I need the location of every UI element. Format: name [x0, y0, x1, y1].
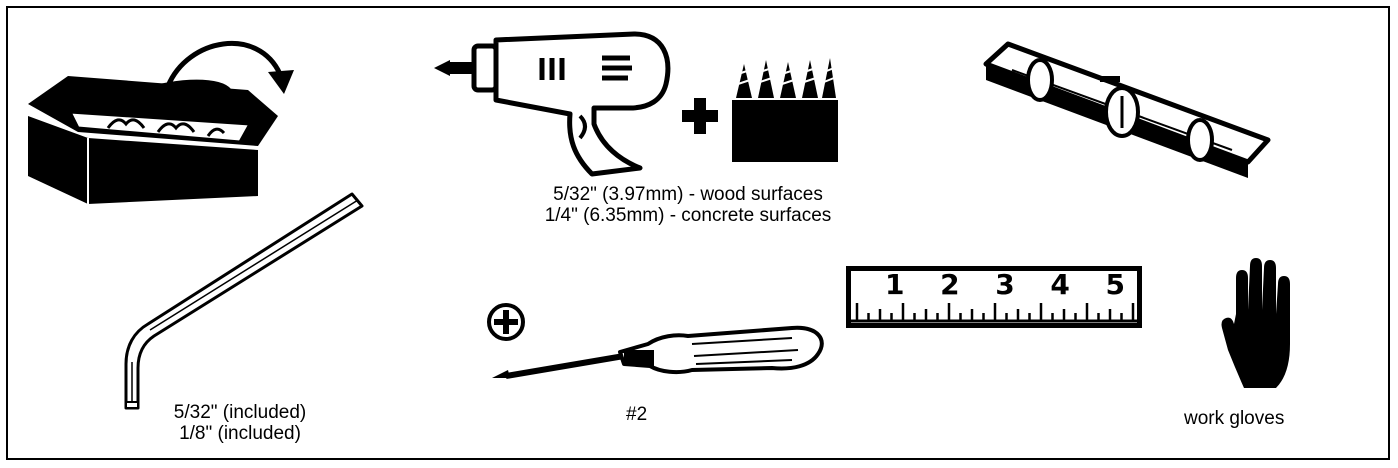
ruler-number: 2: [940, 268, 960, 301]
toolbox-icon: [18, 26, 318, 206]
level-icon: [982, 40, 1272, 180]
drill-caption-concrete: 1/4" (6.35mm) - concrete surfaces: [544, 205, 832, 226]
ruler-number: 5: [1105, 268, 1125, 301]
phillips-head-icon: [486, 302, 526, 342]
tools-panel-frame: [6, 6, 1390, 460]
screwdriver-icon: [492, 325, 832, 396]
ruler-number: 4: [1050, 268, 1070, 301]
ruler-icon: 1 2 3 4 5: [846, 266, 1142, 328]
drill-icon: [434, 28, 684, 178]
ruler-numbers: 1 2 3 4 5: [885, 269, 1125, 301]
plus-icon: [680, 96, 720, 136]
drill-caption: 5/32" (3.97mm) - wood surfaces 1/4" (6.3…: [488, 184, 888, 226]
work-glove-icon: [1221, 254, 1292, 394]
hex-key-caption: 5/32" (included) 1/8" (included): [150, 402, 330, 444]
gloves-caption: work gloves: [1184, 408, 1285, 429]
ruler-number: 3: [995, 268, 1015, 301]
hex-key-icon: [120, 186, 370, 416]
hex-key-caption-1-8: 1/8" (included): [179, 423, 301, 444]
screwdriver-caption: #2: [626, 404, 648, 425]
drill-caption-wood: 5/32" (3.97mm) - wood surfaces: [553, 184, 823, 205]
ruler-ticks: [851, 303, 1137, 323]
ruler-number: 1: [885, 268, 905, 301]
drill-bits-icon: [732, 58, 838, 162]
hex-key-caption-5-32: 5/32" (included): [173, 402, 307, 423]
